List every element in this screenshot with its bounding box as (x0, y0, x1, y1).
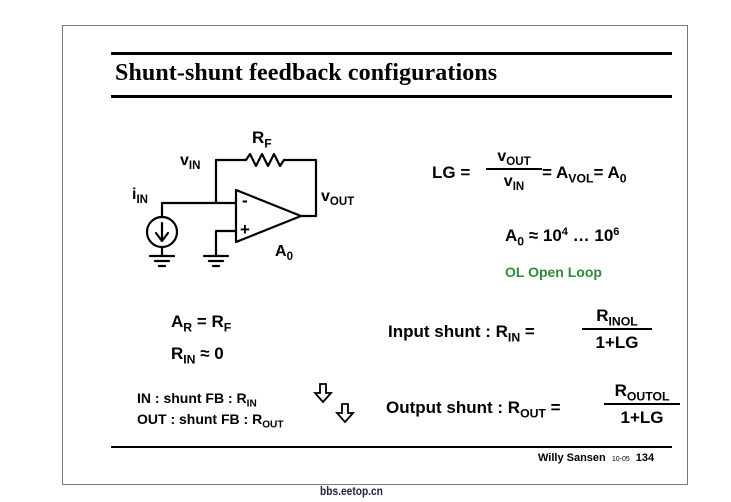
slide-title: Shunt-shunt feedback configurations (115, 60, 498, 86)
vin-label: vIN (180, 152, 201, 173)
slide-code: 10-05 (611, 456, 630, 463)
opamp-triangle (234, 188, 303, 244)
footer-rule (111, 446, 672, 448)
slide-footer: Willy Sansen 10-05 134 (538, 452, 654, 464)
iin-label: iIN (132, 186, 148, 207)
current-source-arrow-head (154, 231, 170, 243)
resistor-rf (244, 152, 286, 168)
input-shunt-label: Input shunt : RIN = (388, 322, 535, 345)
ol-note: OL Open Loop (505, 264, 602, 280)
lg-fraction: vOUT vIN (486, 148, 542, 193)
decrease-arrow-icon (334, 403, 356, 424)
feedback-wire-right (282, 158, 318, 218)
non-inverting-input-wire (214, 229, 238, 258)
lg-lhs: LG = (432, 163, 471, 182)
minus-sign: - (242, 191, 248, 210)
shunt-out-note: OUT : shunt FB : ROUT (137, 411, 284, 431)
rin-equation: RIN ≈ 0 (171, 344, 224, 367)
ar-equation: AR = RF (171, 312, 232, 335)
lg-rhs: = AVOL= A0 (542, 163, 627, 186)
shunt-in-note: IN : shunt FB : RIN (137, 390, 257, 410)
vout-label: vOUT (321, 188, 355, 209)
a0-label: A0 (275, 243, 293, 264)
top-rule (111, 52, 672, 55)
page-number: 134 (635, 452, 655, 464)
decrease-arrow-icon (312, 383, 334, 404)
input-shunt-fraction: RINOL 1+LG (582, 306, 652, 353)
author-name: Willy Sansen (538, 452, 606, 464)
rf-label: RF (252, 128, 272, 151)
inverting-input-wire (160, 201, 238, 218)
title-rule (111, 95, 672, 98)
output-shunt-label: Output shunt : ROUT = (386, 398, 561, 421)
output-shunt-fraction: ROUTOL 1+LG (604, 381, 680, 428)
plus-sign: + (240, 220, 250, 239)
watermark: bbs.eetop.cn (320, 484, 383, 498)
a0-range: A0 ≈ 104 … 106 (505, 225, 620, 249)
